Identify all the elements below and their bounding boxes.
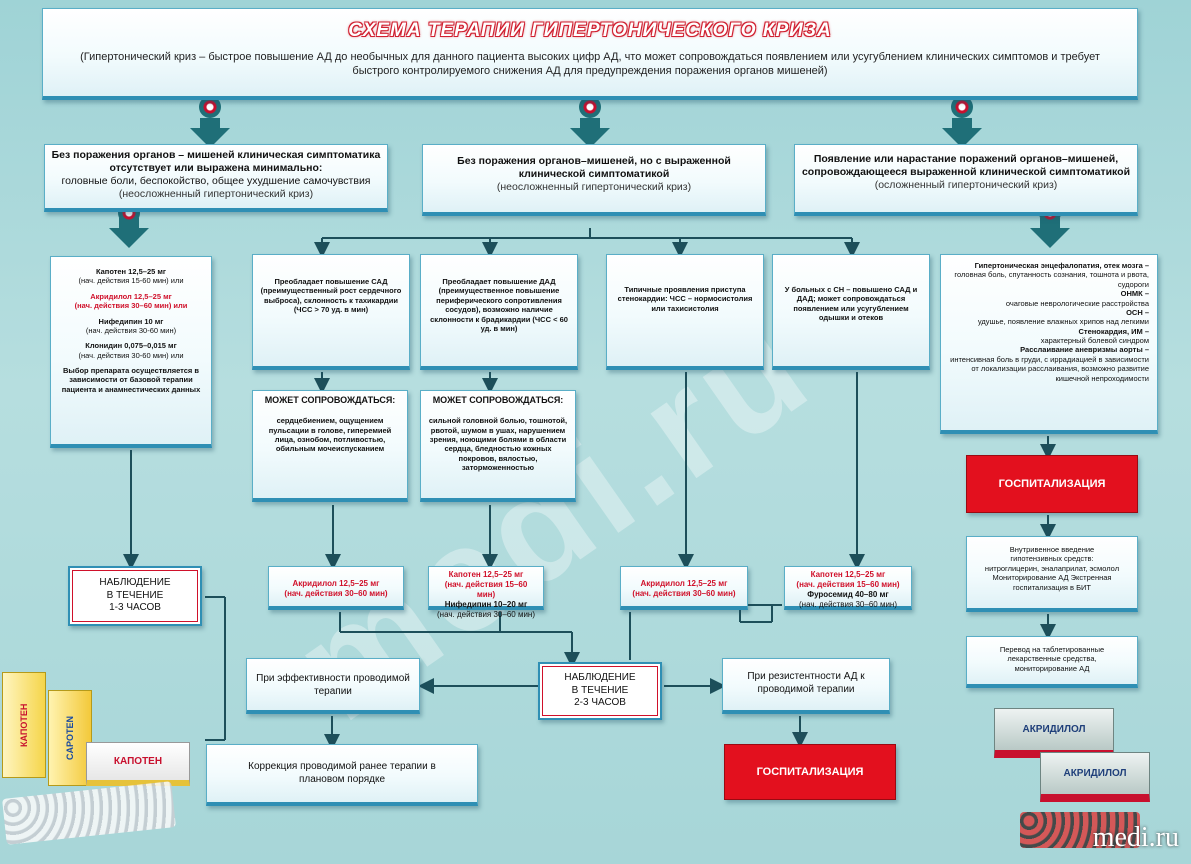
complication-title: Стенокардия, ИМ – (1078, 326, 1150, 336)
drug-name: Капотен 12,5–25 мг (95, 267, 167, 276)
observation-box-2: НАБЛЮДЕНИЕ В ТЕЧЕНИЕ 2-3 ЧАСОВ (538, 662, 662, 720)
category-box-1: Без поражения органов – мишеней клиничес… (44, 144, 388, 212)
observation-line: 2-3 ЧАСОВ (574, 697, 626, 709)
drug-name: Акридилол 12,5–25 мг (90, 291, 172, 301)
drug-name: Акридилол 12,5–25 мг (292, 579, 380, 588)
accompany-text: сердцебиением, ощущением пульсации в гол… (268, 416, 392, 454)
treatment-akridilol-2: Акридилол 12,5–25 мг (нач. действия 30–6… (620, 566, 748, 610)
akridilol-box: АКРИДИЛОЛ (1040, 752, 1150, 802)
drug-name: Акридилол 12,5–25 мг (640, 579, 728, 588)
drug-note: (нач. действия 30-60 мин) (85, 325, 177, 335)
accompany-text: сильной головной болью, тошнотой, рвотой… (428, 416, 568, 473)
page-title: СХЕМА ТЕРАПИИ ГИПЕРТОНИЧЕСКОГО КРИЗА (348, 20, 832, 41)
category-title: Появление или нарастание поражений орган… (801, 153, 1131, 179)
accompany-label: МОЖЕТ СОПРОВОЖДАТЬСЯ: (432, 395, 564, 405)
complication-title: Расслаивание аневризмы аорты – (1020, 345, 1149, 355)
hospitalization-box-2: ГОСПИТАЛИЗАЦИЯ (966, 455, 1138, 513)
complication-text: интенсивная боль в груди, с иррадиацией … (950, 354, 1149, 383)
complication-text: головная боль, спутанность сознания, тош… (954, 270, 1149, 289)
hospitalization-box-1: ГОСПИТАЛИЗАЦИЯ (724, 744, 896, 800)
drug-name: Фуросемид 40–80 мг (807, 590, 889, 599)
drug-name: Капотен 12,5–25 мг (810, 570, 886, 579)
observation-line: 1-3 ЧАСОВ (109, 602, 161, 614)
drug-name: Нифедипин 10 мг (98, 316, 164, 326)
kapoten-pack: КАПОТЕН (86, 742, 190, 786)
heart-failure-box: У больных с СН – повышено САД и ДАД; мож… (772, 254, 930, 370)
observation-line: НАБЛЮДЕНИЕ (564, 672, 636, 684)
drug-note: (нач. действия 30–60 мин) (798, 600, 897, 609)
drug-name: Капотен 12,5–25 мг (448, 570, 524, 579)
akridilol-box: АКРИДИЛОЛ (994, 708, 1114, 758)
accompany-box-2: МОЖЕТ СОПРОВОЖДАТЬСЯ: сильной головной б… (420, 390, 576, 502)
effective-therapy-box: При эффективности проводимой терапии (246, 658, 420, 714)
category-box-3: Появление или нарастание поражений орган… (794, 144, 1138, 216)
drug-note: (нач. действия 30–60 мин) (632, 589, 736, 598)
complication-text: характерный болевой синдром (1040, 336, 1149, 345)
observation-line: В ТЕЧЕНИЕ (571, 684, 629, 696)
drug-note: (нач. действия 15–60 мин) (796, 580, 900, 589)
definition-text: (Гипертонический криз – быстрое повышени… (80, 50, 1100, 77)
observation-line: В ТЕЧЕНИЕ (106, 589, 164, 601)
complication-title: ОСН – (1126, 307, 1149, 317)
category-title: Без поражения органов–мишеней, но с выра… (457, 155, 731, 181)
drug-note: (нач. действия 15–60 мин) (444, 580, 528, 599)
header-box: СХЕМА ТЕРАПИИ ГИПЕРТОНИЧЕСКОГО КРИЗА (Ги… (42, 8, 1138, 100)
category-title: Без поражения органов – мишеней клиничес… (51, 149, 381, 175)
resistant-therapy-box: При резистентности АД к проводимой терап… (722, 658, 890, 714)
drug-choice-note: Выбор препарата осуществляется в зависим… (61, 366, 201, 394)
treatment-kapoten-nifedipin: Капотен 12,5–25 мг (нач. действия 15–60 … (428, 566, 544, 619)
complication-text: очаговые неврологические расстройства (1005, 298, 1149, 308)
complication-text: удушье, появление влажных хрипов над лег… (977, 317, 1149, 327)
complications-box: Гипертоническая энцефалопатия, отек мозг… (940, 254, 1158, 434)
accompany-label: МОЖЕТ СОПРОВОЖДАТЬСЯ: (264, 395, 396, 405)
drug-note: (нач. действия 30–60 мин) или (74, 301, 188, 311)
sad-box: Преобладает повышение САД (преимуществен… (252, 254, 410, 370)
drug-note: (нач. действия 30-60 мин) или (78, 350, 184, 360)
drug-name: Клонидин 0,075–0,015 мг (85, 341, 177, 351)
observation-line: НАБЛЮДЕНИЕ (99, 577, 171, 589)
drug-note: (нач. действия 15-60 мин) или (78, 276, 184, 286)
kapoten-box: КАПОТЕН (2, 672, 46, 778)
drug-note: (нач. действия 30–60 мин) (436, 610, 535, 619)
category-note: (осложненный гипертонический криз) (874, 179, 1058, 192)
dad-box: Преобладает повышение ДАД (преимуществен… (420, 254, 578, 370)
node-icon (579, 96, 601, 118)
iv-therapy-box: Внутривенное введение гипотензивных сред… (966, 536, 1138, 612)
drug-note: (нач. действия 30–60 мин) (284, 589, 388, 598)
node-icon (199, 96, 221, 118)
tablet-blister (1020, 812, 1140, 848)
category-box-2: Без поражения органов–мишеней, но с выра… (422, 144, 766, 216)
transfer-box: Перевод на таблетированные лекарственные… (966, 636, 1138, 688)
correction-box: Коррекция проводимой ранее терапии в пла… (206, 744, 478, 806)
category-detail: головные боли, беспокойство, общее ухудш… (61, 175, 371, 188)
node-icon (951, 96, 973, 118)
treatment-akridilol-1: Акридилол 12,5–25 мг (нач. действия 30–6… (268, 566, 404, 610)
first-line-drugs-box: Капотен 12,5–25 мг (нач. действия 15-60 … (50, 256, 212, 448)
drug-name: Нифедипин 10–20 мг (444, 600, 528, 609)
accompany-box-1: МОЖЕТ СОПРОВОЖДАТЬСЯ: сердцебиением, ощу… (252, 390, 408, 502)
brand-logo: medi.ru (1092, 822, 1179, 853)
angina-box: Типичные проявления приступа стенокардии… (606, 254, 764, 370)
complication-title: Гипертоническая энцефалопатия, отек мозг… (974, 261, 1149, 270)
observation-box-1: НАБЛЮДЕНИЕ В ТЕЧЕНИЕ 1-3 ЧАСОВ (68, 566, 202, 626)
complication-title: ОНМК – (1120, 289, 1149, 299)
category-note: (неосложненный гипертонический криз) (118, 188, 314, 201)
category-note: (неосложненный гипертонический криз) (496, 181, 692, 194)
treatment-kapoten-furosemid: Капотен 12,5–25 мг (нач. действия 15–60 … (784, 566, 912, 610)
